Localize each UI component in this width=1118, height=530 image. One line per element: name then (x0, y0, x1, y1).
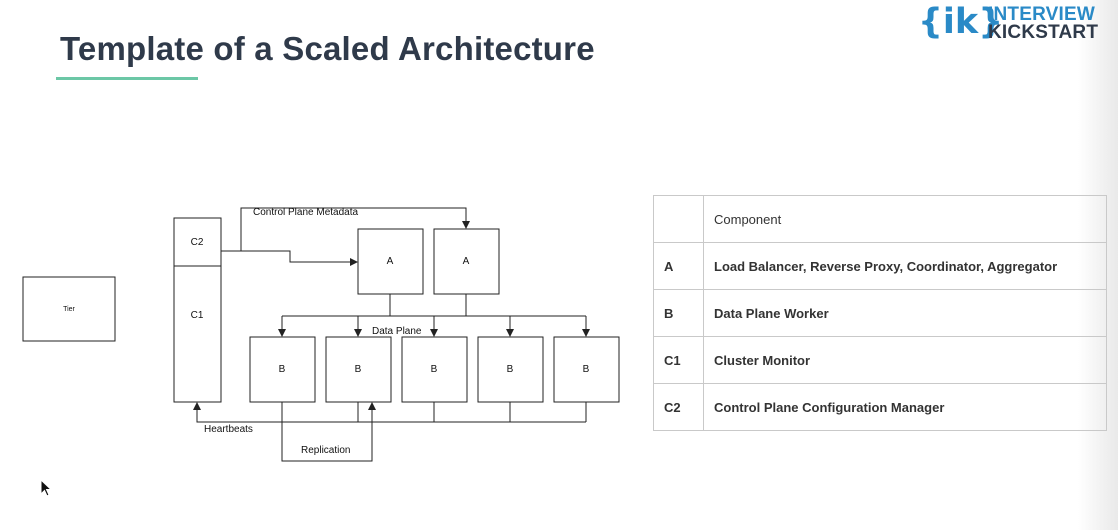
table-header-key (653, 195, 704, 243)
table-header-component: Component (703, 195, 1107, 243)
table-cell-value: Control Plane Configuration Manager (703, 383, 1107, 431)
c1-label: C1 (191, 310, 204, 321)
table-cell-value: Data Plane Worker (703, 289, 1107, 337)
title-underline (56, 77, 198, 80)
table-row: A Load Balancer, Reverse Proxy, Coordina… (653, 242, 1107, 290)
b-box-2: B (325, 336, 392, 403)
b-label: B (355, 364, 362, 375)
data-plane-bus (278, 294, 590, 337)
table-row: B Data Plane Worker (653, 289, 1107, 337)
table-cell-key: B (653, 289, 704, 337)
heartbeats-label: Heartbeats (204, 424, 253, 435)
b-box-5: B (553, 336, 620, 403)
logo-line-1: INTERVIEW (988, 4, 1096, 25)
replication-arrow (281, 402, 376, 462)
b-box-1: B (249, 336, 316, 403)
table-row: C1 Cluster Monitor (653, 336, 1107, 384)
b-label: B (507, 364, 514, 375)
table-cell-value: Cluster Monitor (703, 336, 1107, 384)
logo-mark: {ik} (918, 2, 1004, 42)
table-cell-key: A (653, 242, 704, 290)
a-box-1: A (357, 228, 424, 295)
a-label: A (463, 256, 470, 267)
logo-line-2: KICKSTART (988, 22, 1099, 43)
a-label: A (387, 256, 394, 267)
c2-label: C2 (191, 237, 204, 248)
b-label: B (431, 364, 438, 375)
c2-to-a-arrow (221, 250, 358, 266)
tier-label: Tier (63, 306, 75, 313)
component-legend-table: Component A Load Balancer, Reverse Proxy… (653, 195, 1107, 431)
control-plane-metadata-label: Control Plane Metadata (253, 207, 359, 218)
table-row: C2 Control Plane Configuration Manager (653, 383, 1107, 431)
c2-box: C2 (173, 217, 222, 267)
c1-box: C1 (173, 265, 222, 403)
b-label: B (583, 364, 590, 375)
a-box-2: A (433, 228, 500, 295)
mouse-pointer-icon (40, 479, 53, 497)
heartbeats-bus (193, 402, 587, 423)
b-box-4: B (477, 336, 544, 403)
table-cell-value: Load Balancer, Reverse Proxy, Coordinato… (703, 242, 1107, 290)
b-box-3: B (401, 336, 468, 403)
interview-kickstart-logo: {ik} INTERVIEW KICKSTART (918, 2, 1108, 42)
table-cell-key: C1 (653, 336, 704, 384)
tier-box: Tier (22, 276, 116, 342)
b-label: B (279, 364, 286, 375)
table-cell-key: C2 (653, 383, 704, 431)
table-header-row: Component (653, 195, 1107, 243)
replication-label: Replication (301, 445, 350, 456)
data-plane-label: Data Plane (372, 326, 422, 337)
page-title: Template of a Scaled Architecture (60, 30, 595, 67)
